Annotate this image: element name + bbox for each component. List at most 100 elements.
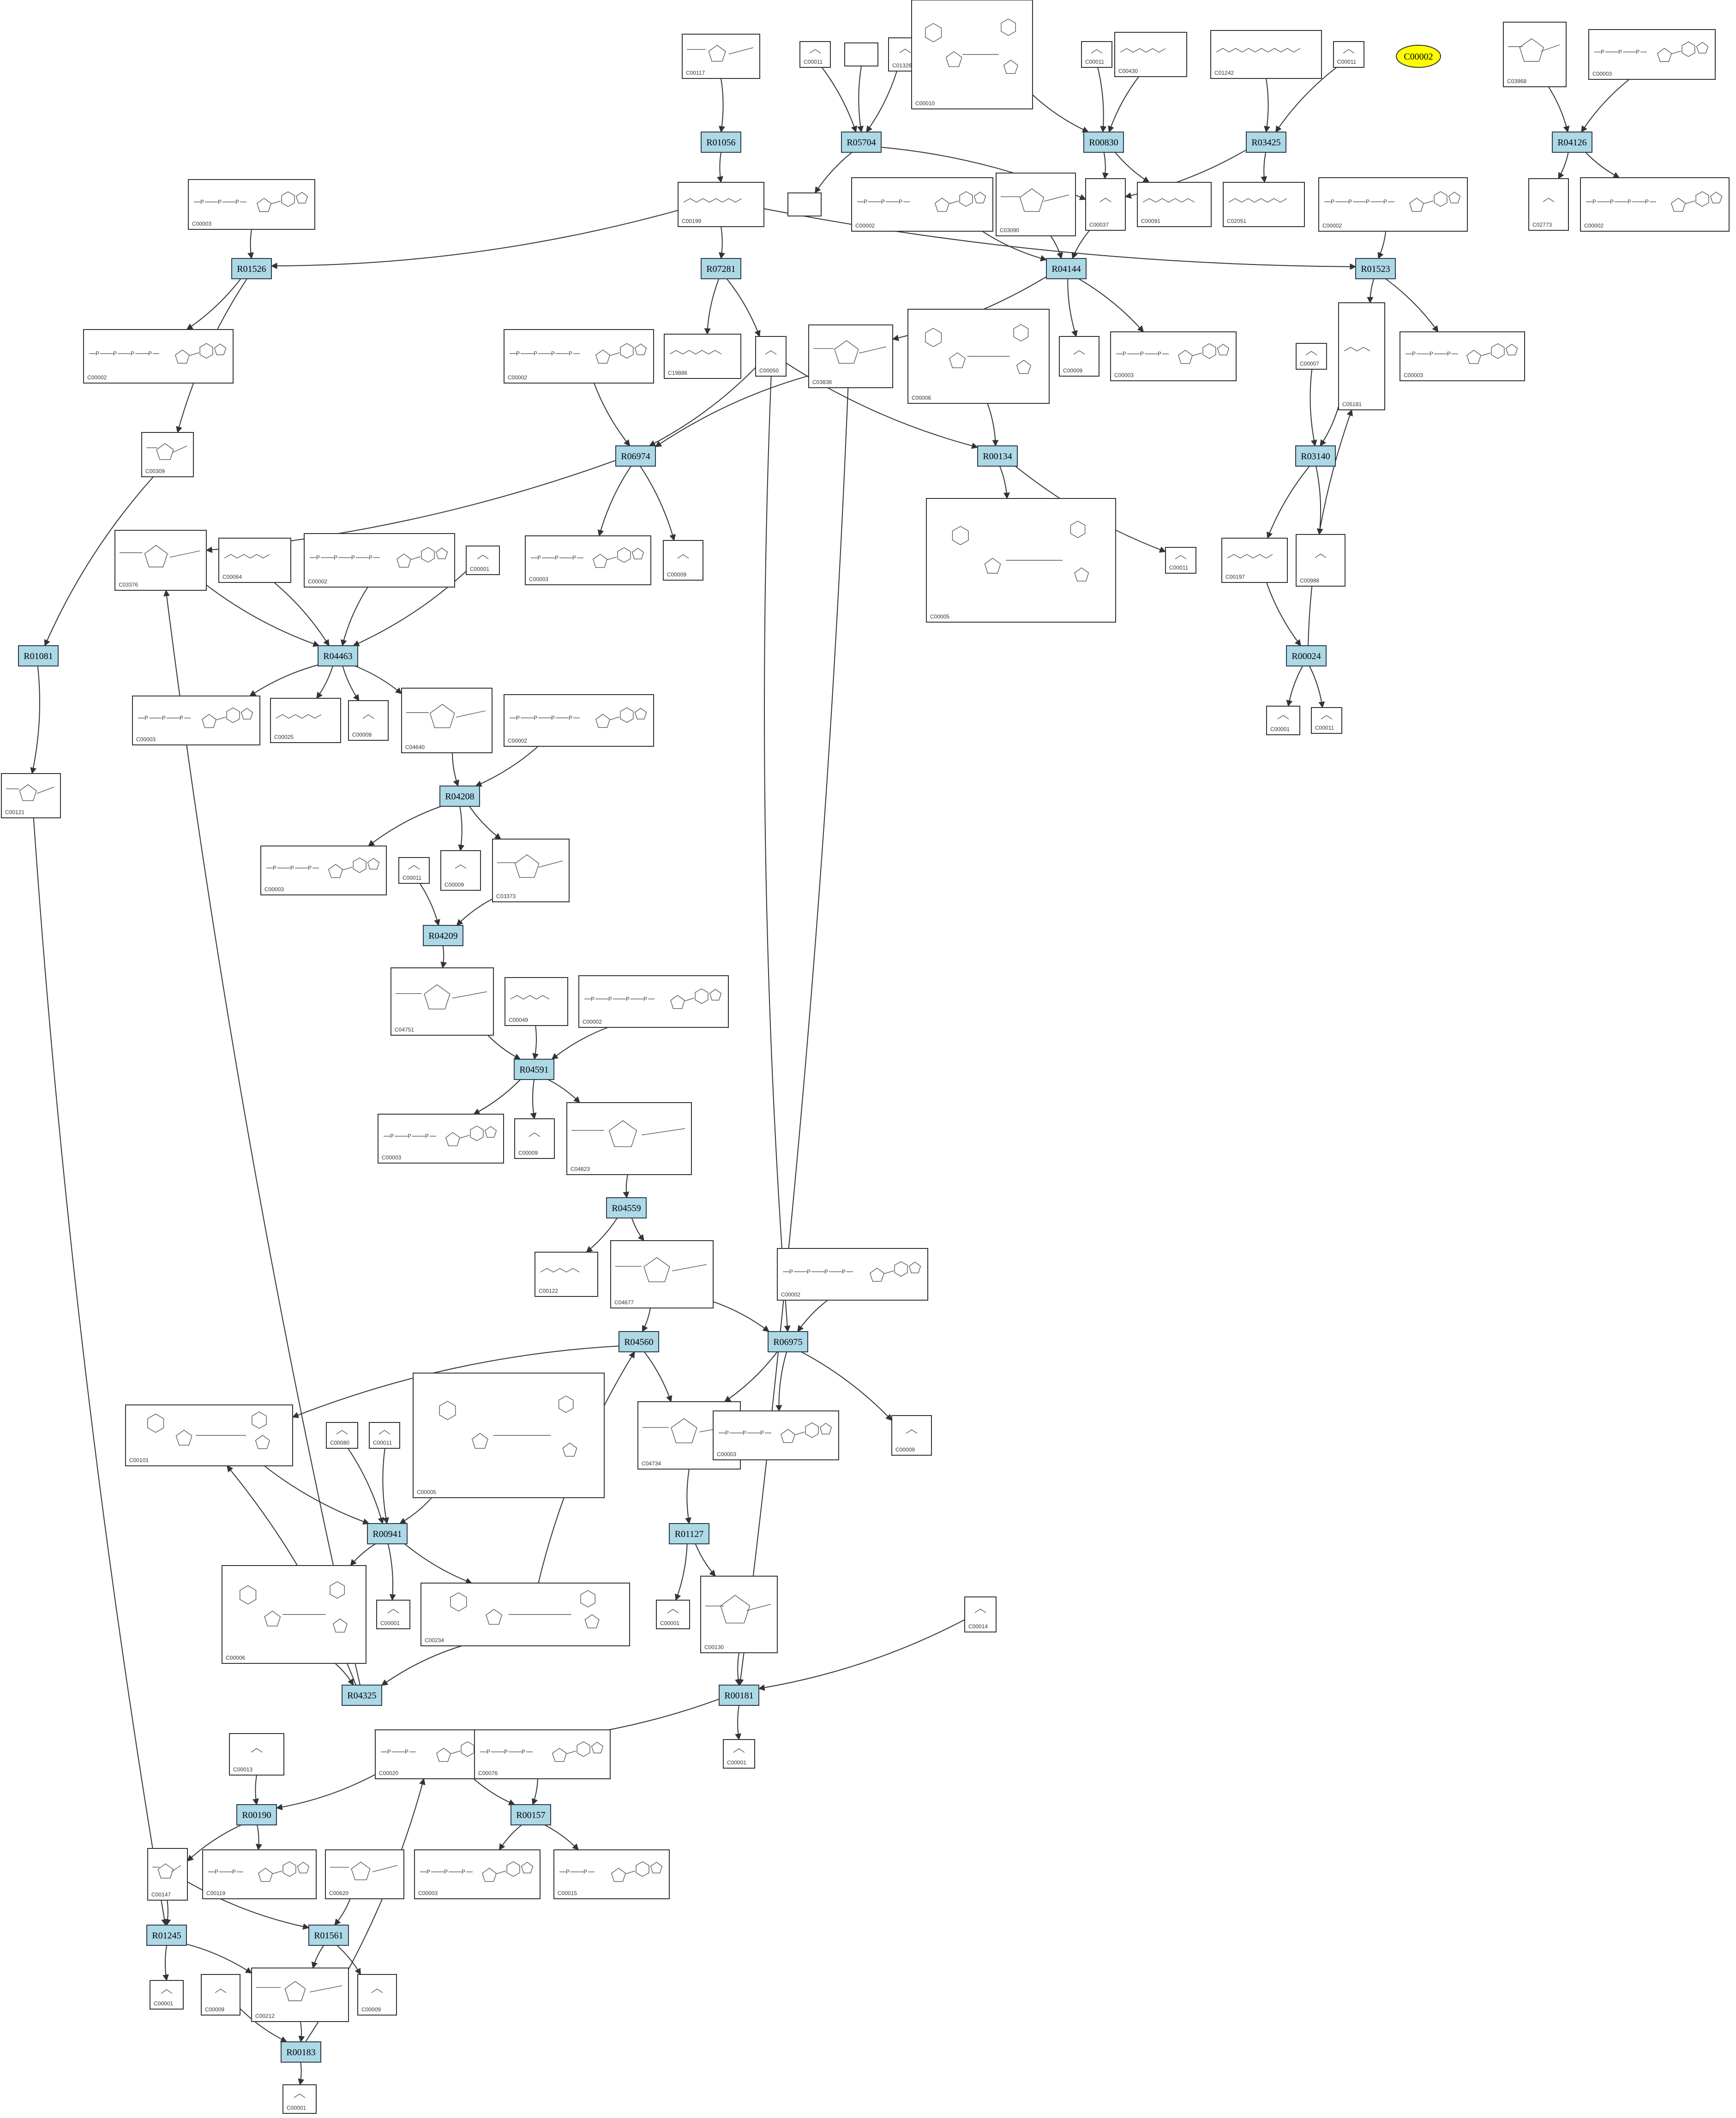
compound-node[interactable]: C00050 (755, 336, 787, 377)
reaction-node[interactable]: R07281 (701, 258, 741, 279)
compound-node[interactable]: C00009 (891, 1415, 932, 1456)
compound-node[interactable]: C00197 (1221, 538, 1288, 583)
reaction-node[interactable]: R05704 (841, 132, 882, 153)
compound-node[interactable]: C00011 (1311, 707, 1342, 734)
reaction-node[interactable]: R03425 (1246, 132, 1286, 153)
reaction-node[interactable]: R04208 (439, 786, 480, 807)
compound-node[interactable]: C00009 (440, 850, 481, 891)
reaction-node[interactable]: R04463 (318, 645, 358, 666)
reaction-node[interactable]: R00181 (719, 1685, 759, 1706)
reaction-node[interactable]: R00134 (977, 445, 1018, 467)
reaction-node[interactable]: R03140 (1295, 445, 1336, 467)
reaction-node[interactable]: R00024 (1286, 645, 1327, 666)
compound-node[interactable]: C00001 (376, 1600, 410, 1629)
compound-node[interactable]: C01242 (1210, 30, 1322, 79)
compound-node[interactable]: C00064 (218, 538, 291, 583)
compound-node[interactable]: C00007 (1296, 343, 1327, 370)
reaction-node[interactable]: R01523 (1355, 258, 1396, 279)
compound-node[interactable]: C03376 (114, 530, 207, 591)
compound-node[interactable]: C00001 (656, 1600, 690, 1629)
compound-node[interactable]: C00080 (326, 1422, 358, 1449)
compound-node[interactable]: C00014 (964, 1596, 997, 1632)
compound-node[interactable]: C00011 (1333, 41, 1364, 68)
compound-node[interactable]: C00430 (1114, 32, 1187, 77)
compound-node[interactable]: C00001 (1266, 706, 1300, 735)
highlight-node[interactable]: C00002 (1396, 45, 1441, 68)
reaction-node[interactable]: R00830 (1083, 132, 1124, 153)
compound-node[interactable]: C00001 (723, 1739, 755, 1769)
compound-node[interactable]: C03373 (492, 839, 570, 902)
compound-node[interactable]: C00309 (141, 432, 194, 477)
compound-node[interactable]: C00199 (678, 182, 764, 227)
compound-node[interactable]: C00025 (270, 698, 341, 743)
reaction-node[interactable]: R04560 (619, 1331, 659, 1352)
reaction-node[interactable]: R01245 (146, 1925, 187, 1946)
compound-node[interactable]: C04677 (610, 1240, 714, 1308)
compound-node[interactable]: C04640 (401, 688, 493, 753)
reaction-node[interactable]: R06974 (615, 445, 656, 467)
compound-node[interactable]: C00001 (150, 1980, 184, 2010)
compound-node[interactable]: C00009 (1059, 336, 1099, 377)
compound-node[interactable]: C00011 (398, 857, 430, 884)
compound-node[interactable]: C00988 (1296, 534, 1346, 587)
reaction-node[interactable]: R00157 (511, 1804, 551, 1825)
compound-node[interactable]: C00009 (357, 1974, 397, 2016)
compound-node[interactable]: C00006 (907, 309, 1050, 404)
compound-node[interactable]: C00121 (1, 773, 61, 818)
compound-node[interactable]: C00011 (369, 1422, 400, 1449)
compound-node[interactable]: C00620 (325, 1849, 404, 1899)
reaction-node[interactable]: R01127 (669, 1523, 709, 1544)
compound-node[interactable]: C05181 (1338, 302, 1385, 410)
reaction-node[interactable]: R04325 (342, 1685, 382, 1706)
compound-node[interactable]: C00009 (348, 700, 389, 741)
compound-node[interactable]: C00001 (466, 546, 500, 575)
compound-node[interactable]: C00001 (282, 2084, 317, 2114)
compound-node[interactable]: C00010 (911, 0, 1033, 109)
compound-node[interactable]: C00011 (799, 41, 831, 68)
compound-node[interactable]: C00234 (420, 1583, 630, 1646)
compound-node[interactable]: C00091 (1137, 182, 1212, 227)
compound-node[interactable]: C03838 (808, 324, 893, 388)
reaction-node[interactable]: R01056 (701, 132, 741, 153)
reaction-node[interactable]: R04144 (1046, 258, 1087, 279)
reaction-node[interactable]: R06975 (768, 1331, 808, 1352)
compound-node[interactable]: C04751 (390, 967, 494, 1036)
compound-node[interactable]: C03090 (996, 173, 1076, 236)
compound-node[interactable]: C00147 (147, 1848, 188, 1901)
compound-node[interactable]: C00005 (926, 498, 1116, 623)
compound-node[interactable] (787, 192, 822, 216)
compound-node[interactable]: C00101 (125, 1404, 293, 1466)
compound-node[interactable]: C02773 (1528, 178, 1569, 231)
reaction-node[interactable]: R04209 (423, 925, 463, 946)
reaction-node[interactable]: R01526 (231, 258, 272, 279)
compound-node[interactable] (844, 42, 878, 66)
compound-node[interactable]: C04823 (566, 1102, 692, 1175)
reaction-node[interactable]: R00941 (367, 1523, 408, 1544)
compound-node[interactable]: C00011 (1165, 547, 1196, 574)
reaction-node[interactable]: R01561 (308, 1925, 349, 1946)
compound-node[interactable]: C00037 (1085, 178, 1126, 231)
reaction-node[interactable]: R04559 (606, 1197, 647, 1218)
compound-node[interactable]: C00011 (1081, 41, 1112, 68)
reaction-node[interactable]: R01081 (18, 645, 59, 666)
compound-node[interactable]: C00212 (251, 1968, 349, 2022)
